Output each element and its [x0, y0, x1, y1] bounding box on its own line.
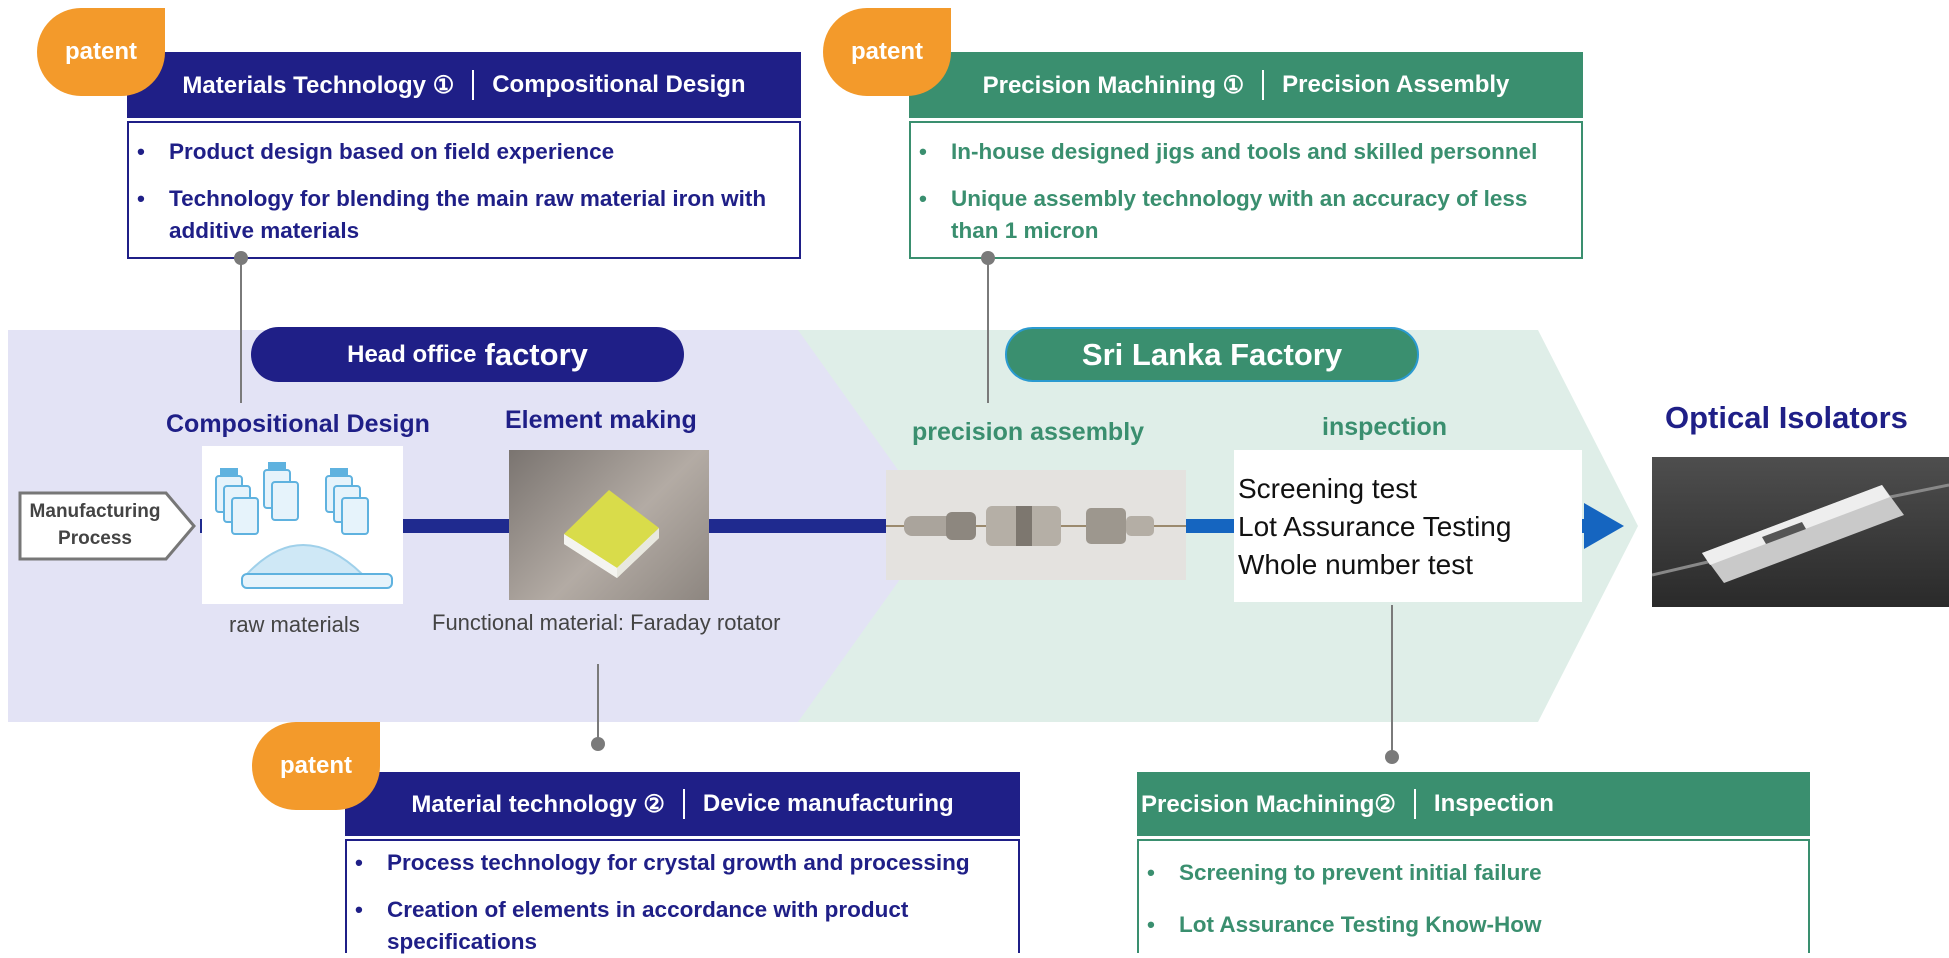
precision-machining-1-body: In-house designed jigs and tools and ski…	[909, 121, 1583, 259]
arrow-head-icon	[1584, 503, 1624, 549]
patent-badge: patent	[37, 8, 165, 96]
title-left: Precision Machining②	[1141, 790, 1396, 818]
manufacturing-process-arrow	[18, 491, 196, 561]
inspection-panel: Screening test Lot Assurance Testing Who…	[1234, 450, 1582, 602]
faraday-rotator-icon	[564, 490, 659, 578]
inspection-label: inspection	[1322, 413, 1448, 441]
divider	[682, 789, 685, 819]
title-right: Inspection	[1433, 790, 1554, 817]
precision-assembly-label: precision assembly	[912, 418, 1145, 446]
bullet-item: In-house designed jigs and tools and ski…	[911, 136, 1561, 168]
sri-lanka-text: Sri Lanka Factory	[1081, 336, 1343, 372]
bullet-item: Screening to prevent initial failure	[1139, 857, 1788, 889]
head-office-large: factory	[484, 336, 588, 372]
title-right: Device manufacturing	[702, 790, 954, 817]
connector-dot	[1385, 750, 1399, 764]
manufacturing-process-text: Manufacturing Process	[20, 498, 170, 552]
connector-line	[1391, 605, 1393, 755]
head-office-factory-label: Head office factory	[251, 327, 684, 382]
divider	[472, 70, 475, 100]
bullet-item: Product design based on field experience	[129, 136, 791, 168]
assembly-parts-icon	[886, 506, 1186, 546]
bullet-item: Process technology for crystal growth an…	[347, 847, 998, 879]
inspection-item: Lot Assurance Testing	[1238, 511, 1512, 542]
connector-line	[240, 258, 242, 403]
bullet-item: Creation of elements in accordance with …	[347, 894, 998, 958]
raw-materials-icon	[215, 462, 393, 589]
sri-lanka-factory-label: Sri Lanka Factory	[1005, 327, 1419, 382]
element-making-label: Element making	[505, 406, 697, 434]
bullet-item: Lot Assurance Testing Know-How	[1139, 909, 1788, 941]
optical-isolators-label: Optical Isolators	[1665, 400, 1908, 435]
optical-isolator-image	[1651, 457, 1949, 607]
materials-technology-1-title: Materials Technology ① Compositional Des…	[127, 52, 801, 118]
connector-line	[987, 258, 989, 403]
title-left: Precision Machining ①	[982, 71, 1245, 99]
head-office-small: Head office	[347, 340, 477, 368]
precision-machining-2-title: Precision Machining② Inspection	[1137, 772, 1810, 836]
patent-badge: patent	[823, 8, 951, 96]
precision-machining-1-title: Precision Machining ① Precision Assembly	[909, 52, 1583, 118]
line-2: Process	[58, 528, 132, 549]
faraday-rotator-image	[509, 450, 709, 600]
connector-dot	[591, 737, 605, 751]
raw-materials-caption: raw materials	[229, 612, 360, 637]
divider	[1262, 70, 1265, 100]
title-left: Materials Technology ①	[182, 71, 455, 99]
raw-materials-image	[202, 446, 403, 604]
divider	[1413, 789, 1416, 819]
bullet-item: Technology for blending the main raw mat…	[129, 183, 791, 247]
functional-material-caption: Functional material: Faraday rotator	[432, 610, 781, 635]
bullet-item: Unique assembly technology with an accur…	[911, 183, 1561, 247]
materials-technology-1-body: Product design based on field experience…	[127, 121, 801, 259]
compositional-design-label: Compositional Design	[166, 410, 430, 438]
precision-assembly-image	[886, 470, 1186, 580]
connector-dot	[981, 251, 995, 265]
connector-line	[597, 664, 599, 744]
material-technology-2-body: Process technology for crystal growth an…	[345, 839, 1020, 954]
inspection-item: Whole number test	[1238, 549, 1473, 580]
material-technology-2-title: Material technology ② Device manufacturi…	[345, 772, 1020, 836]
optical-isolator-icon	[1651, 483, 1949, 583]
title-left: Material technology ②	[411, 790, 665, 818]
inspection-item: Screening test	[1238, 473, 1417, 504]
precision-machining-2-body: Screening to prevent initial failure Lot…	[1137, 839, 1810, 953]
title-right: Precision Assembly	[1282, 71, 1510, 98]
connector-dot	[234, 251, 248, 265]
patent-badge: patent	[252, 722, 380, 810]
line-1: Manufacturing	[29, 501, 161, 522]
title-right: Compositional Design	[492, 71, 746, 98]
